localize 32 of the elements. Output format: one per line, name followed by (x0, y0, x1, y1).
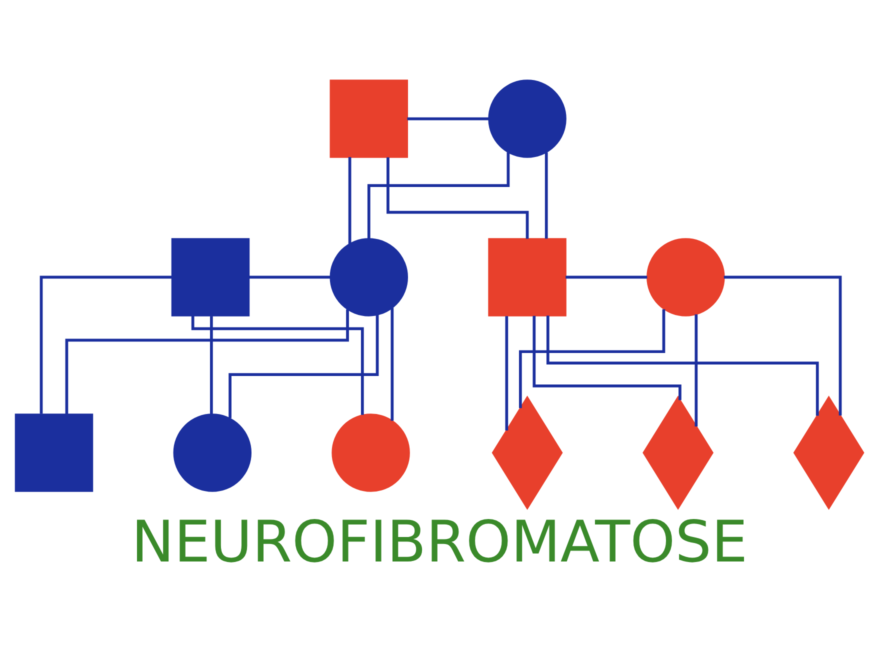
diagram-title: NEUROFIBROMATOSE (131, 508, 748, 576)
connector (248, 275, 330, 278)
connector (390, 307, 394, 420)
connector (210, 316, 213, 414)
connector (65, 308, 349, 414)
node-circle (332, 413, 410, 492)
connector (367, 152, 510, 238)
connector (518, 308, 666, 408)
node-circle (488, 79, 566, 158)
connector (544, 152, 548, 238)
connector (546, 315, 819, 416)
node-box (330, 79, 408, 158)
connector (407, 116, 489, 120)
node-circle (330, 238, 408, 316)
node-diamond (793, 395, 864, 510)
connector (228, 314, 379, 418)
connector (566, 275, 648, 278)
node-box (488, 238, 566, 316)
node-circle (173, 413, 252, 492)
connector (348, 156, 352, 244)
connector (191, 315, 364, 414)
connector (40, 275, 172, 414)
node-circle (646, 238, 725, 316)
node-diamond (642, 395, 714, 510)
node-box (14, 413, 94, 492)
connector (532, 315, 682, 400)
connector (694, 314, 698, 426)
node-diamond (492, 395, 563, 510)
connector (386, 156, 529, 238)
connector (724, 275, 842, 416)
connector (505, 316, 508, 430)
node-box (171, 238, 250, 316)
